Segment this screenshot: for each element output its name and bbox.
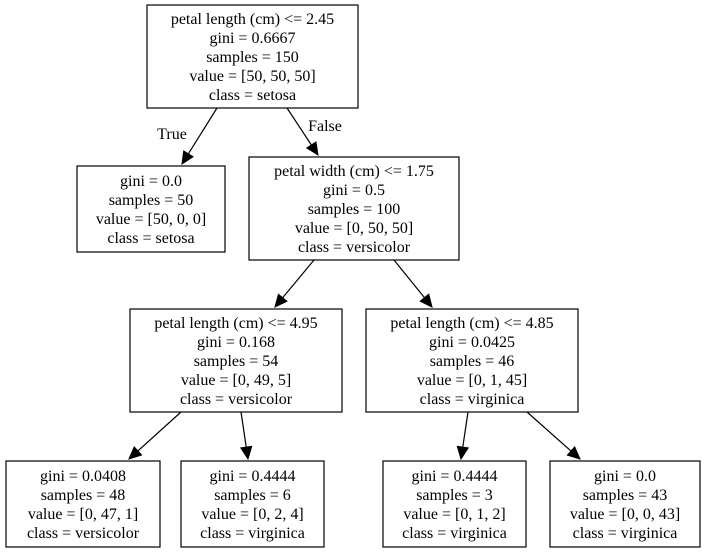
tree-node-n6: gini = 0.4444 samples = 6 value = [0, 2, 4… bbox=[180, 460, 325, 548]
edge-line bbox=[526, 411, 572, 452]
arrowhead bbox=[566, 446, 581, 460]
node-line: gini = 0.6667 bbox=[210, 30, 296, 47]
node-line: gini = 0.0 bbox=[120, 173, 182, 190]
node-box bbox=[382, 460, 527, 548]
node-box bbox=[180, 460, 325, 548]
node-line: value = [0, 2, 4] bbox=[201, 506, 303, 523]
edges-layer: True False bbox=[128, 107, 581, 461]
tree-node-n5: gini = 0.0408 samples = 48 value = [0, 47,… bbox=[5, 460, 161, 548]
edge-label-true: True bbox=[157, 126, 187, 143]
node-line: value = [0, 0, 43] bbox=[570, 506, 680, 523]
edge-n3-n6 bbox=[239, 411, 253, 461]
node-line: samples = 6 bbox=[214, 487, 291, 504]
node-line: samples = 150 bbox=[206, 49, 299, 66]
node-line: gini = 0.4444 bbox=[210, 468, 296, 485]
edge-line bbox=[187, 107, 218, 155]
tree-node-n8: gini = 0.0 samples = 43 value = [0, 0, 43]… bbox=[549, 460, 701, 548]
node-line: value = [0, 1, 2] bbox=[403, 506, 505, 523]
node-line: class = versicolor bbox=[298, 239, 411, 256]
node-line: value = [0, 50, 50] bbox=[295, 220, 413, 237]
node-line: samples = 3 bbox=[416, 487, 493, 504]
node-line: gini = 0.168 bbox=[197, 334, 275, 351]
node-line: class = virginica bbox=[402, 525, 507, 542]
node-line: class = virginica bbox=[573, 525, 678, 542]
node-line: class = setosa bbox=[107, 230, 194, 247]
node-line: gini = 0.0425 bbox=[429, 334, 515, 351]
edge-line bbox=[137, 411, 182, 452]
edge-n3-n5 bbox=[128, 411, 182, 460]
node-box bbox=[365, 308, 579, 413]
tree-node-n1: gini = 0.0 samples = 50 value = [50, 0, 0]… bbox=[76, 165, 226, 253]
node-line: gini = 0.0408 bbox=[40, 468, 126, 485]
edge-n0-n2: False bbox=[286, 107, 342, 157]
node-line: gini = 0.4444 bbox=[412, 468, 498, 485]
edge-n4-n8 bbox=[526, 411, 581, 460]
edge-n2-n4 bbox=[393, 259, 433, 308]
node-line: value = [0, 1, 45] bbox=[417, 372, 527, 389]
node-line: value = [0, 47, 1] bbox=[28, 506, 138, 523]
node-line: class = versicolor bbox=[180, 391, 293, 408]
node-line: class = virginica bbox=[420, 391, 525, 408]
node-box bbox=[5, 460, 161, 548]
tree-node-n3: petal length (cm) <= 4.95 gini = 0.168 sam… bbox=[129, 308, 343, 413]
node-line: value = [50, 50, 50] bbox=[189, 68, 315, 85]
arrowhead bbox=[305, 141, 319, 157]
node-line: value = [50, 0, 0] bbox=[96, 211, 206, 228]
edge-n4-n7 bbox=[456, 411, 470, 461]
node-box bbox=[76, 165, 226, 253]
node-line: petal width (cm) <= 1.75 bbox=[274, 163, 434, 180]
edge-line bbox=[286, 107, 312, 146]
arrowhead bbox=[181, 150, 194, 166]
nodes-layer: petal length (cm) <= 2.45 gini = 0.6667 sa… bbox=[5, 4, 701, 548]
node-box bbox=[129, 308, 343, 413]
edge-line bbox=[240, 411, 247, 448]
tree-node-n2: petal width (cm) <= 1.75 gini = 0.5 sample… bbox=[248, 156, 460, 261]
node-line: samples = 43 bbox=[583, 487, 668, 504]
edge-line bbox=[282, 259, 315, 299]
tree-node-n0: petal length (cm) <= 2.45 gini = 0.6667 sa… bbox=[146, 4, 359, 109]
node-line: samples = 46 bbox=[430, 353, 515, 370]
node-line: samples = 54 bbox=[194, 353, 279, 370]
arrowhead bbox=[456, 445, 470, 461]
node-line: value = [0, 49, 5] bbox=[181, 372, 291, 389]
edge-line bbox=[462, 411, 469, 448]
edge-n2-n3 bbox=[274, 259, 315, 308]
node-line: class = virginica bbox=[200, 525, 305, 542]
node-line: gini = 0.5 bbox=[323, 182, 385, 199]
node-line: samples = 48 bbox=[41, 487, 126, 504]
arrowhead bbox=[274, 293, 288, 308]
node-line: samples = 100 bbox=[308, 201, 401, 218]
edge-line bbox=[393, 259, 425, 299]
node-box bbox=[248, 156, 460, 261]
node-line: petal length (cm) <= 4.85 bbox=[390, 315, 553, 332]
node-line: petal length (cm) <= 2.45 bbox=[171, 11, 334, 28]
edge-n0-n1: True bbox=[157, 107, 218, 166]
node-box bbox=[146, 4, 359, 109]
arrowhead bbox=[239, 445, 253, 461]
arrowhead bbox=[128, 445, 143, 460]
node-line: petal length (cm) <= 4.95 bbox=[154, 315, 317, 332]
tree-node-n4: petal length (cm) <= 4.85 gini = 0.0425 sa… bbox=[365, 308, 579, 413]
node-box bbox=[549, 460, 701, 548]
arrowhead bbox=[419, 293, 433, 308]
node-line: class = versicolor bbox=[27, 525, 140, 542]
edge-label-false: False bbox=[308, 118, 342, 135]
node-line: samples = 50 bbox=[109, 192, 194, 209]
tree-node-n7: gini = 0.4444 samples = 3 value = [0, 1, 2… bbox=[382, 460, 527, 548]
node-line: class = setosa bbox=[209, 87, 296, 104]
node-line: gini = 0.0 bbox=[594, 468, 656, 485]
